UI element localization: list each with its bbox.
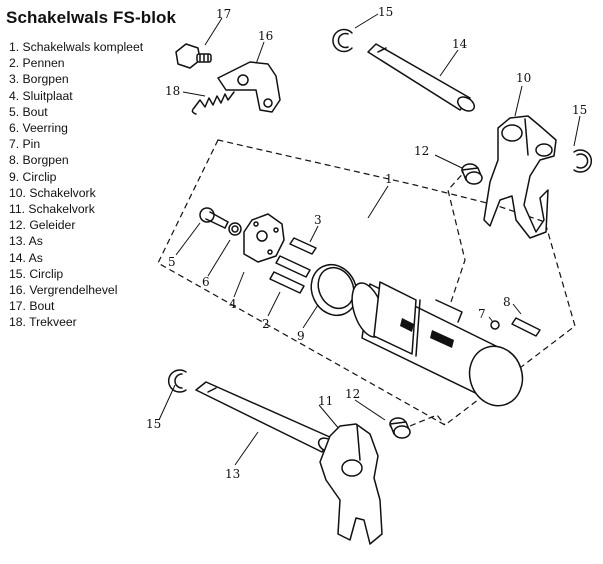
callout-18: 18 — [165, 84, 180, 98]
legend-item: 4. Sluitplaat — [9, 88, 73, 103]
callout-12-bottom: 12 — [345, 387, 360, 401]
part-5-bolt — [199, 207, 229, 229]
callout-5: 5 — [168, 255, 176, 269]
callout-labels: 1 2 3 4 5 6 7 8 9 10 11 12 12 13 14 15 1… — [146, 5, 587, 481]
part-9-circlip — [310, 263, 358, 317]
legend-item: 13. As — [9, 234, 43, 249]
callout-17: 17 — [216, 7, 231, 21]
part-15-circlip-right — [573, 149, 593, 173]
legend-item: 1. Schakelwals kompleet — [9, 40, 144, 54]
legend-item: 9. Circlip — [9, 169, 57, 184]
part-12-guide-top — [461, 163, 483, 185]
part-8-lock-pin — [511, 317, 541, 337]
part-4-locking-plate — [243, 213, 285, 263]
callout-7: 7 — [478, 307, 486, 321]
part-6-spring-washer — [228, 222, 242, 236]
legend-item: 3. Borgpen — [9, 72, 69, 87]
part-16-locking-lever — [217, 61, 281, 113]
part-11-shift-fork — [319, 423, 383, 545]
callout-8: 8 — [503, 295, 511, 309]
callout-6: 6 — [202, 275, 210, 289]
callout-1: 1 — [385, 172, 393, 186]
legend-item: 5. Bout — [9, 104, 48, 119]
legend-item: 16. Vergrendelhevel — [9, 283, 118, 298]
callout-2: 2 — [262, 317, 270, 331]
part-15-circlip-bottom — [167, 369, 187, 393]
part-1-shift-drum — [351, 281, 524, 407]
diagram-title: Schakelwals FS-blok — [6, 8, 177, 27]
legend-item: 11. Schakelvork — [9, 202, 95, 217]
legend-item: 12. Geleider — [9, 218, 76, 233]
callout-11: 11 — [318, 394, 333, 408]
callout-3: 3 — [314, 213, 322, 227]
callout-14: 14 — [452, 37, 468, 51]
legend-item: 8. Borgpen — [9, 153, 69, 168]
legend-item: 18. Trekveer — [9, 315, 77, 330]
callout-9: 9 — [297, 329, 305, 343]
legend-item: 6. Veerring — [9, 121, 68, 136]
callout-15-top: 15 — [378, 5, 393, 19]
part-14-shaft — [367, 43, 476, 112]
legend-item: 14. As — [9, 250, 43, 265]
part-10-shift-fork — [483, 115, 557, 239]
legend-item: 2. Pennen — [9, 56, 65, 71]
part-12-guide-bottom — [389, 417, 411, 439]
legend-item: 7. Pin — [9, 137, 41, 152]
callout-15-bottom: 15 — [146, 417, 161, 431]
part-15-circlip-top — [332, 28, 353, 53]
callout-15-right: 15 — [572, 103, 587, 117]
part-17-bolt — [175, 43, 212, 69]
callout-4: 4 — [229, 297, 237, 311]
leader-lines — [158, 13, 581, 466]
legend-item: 15. Circlip — [9, 266, 64, 281]
parts-legend: 1. Schakelwals kompleet 2. Pennen 3. Bor… — [9, 39, 143, 331]
callout-12-top: 12 — [414, 144, 429, 158]
callout-10: 10 — [516, 71, 531, 85]
callout-16: 16 — [258, 29, 273, 43]
part-13-shaft — [195, 381, 337, 453]
callout-13: 13 — [225, 467, 240, 481]
legend-item: 17. Bout — [9, 299, 55, 314]
part-18-tension-spring — [191, 91, 235, 115]
part-7-pin — [490, 320, 500, 330]
legend-item: 10. Schakelvork — [9, 185, 96, 200]
part-3-lock-pin — [289, 237, 317, 255]
part-2-pins — [269, 255, 311, 294]
